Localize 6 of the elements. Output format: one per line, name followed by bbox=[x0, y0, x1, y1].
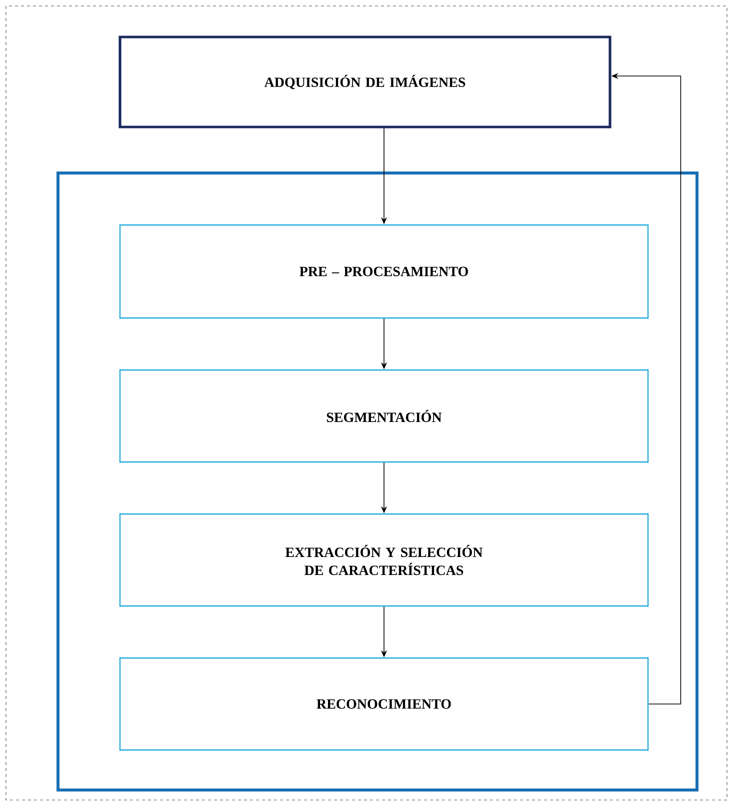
process-box: PRE – PROCESAMIENTO bbox=[119, 224, 649, 319]
process-box: RECONOCIMIENTO bbox=[119, 657, 649, 751]
process-box: SEGMENTACIÓN bbox=[119, 369, 649, 463]
process-box: EXTRACCIÓN Y SELECCIÓN DE CARACTERÍSTICAS bbox=[119, 513, 649, 607]
group-box bbox=[56, 172, 698, 792]
process-box: ADQUISICIÓN DE IMÁGENES bbox=[118, 36, 612, 128]
